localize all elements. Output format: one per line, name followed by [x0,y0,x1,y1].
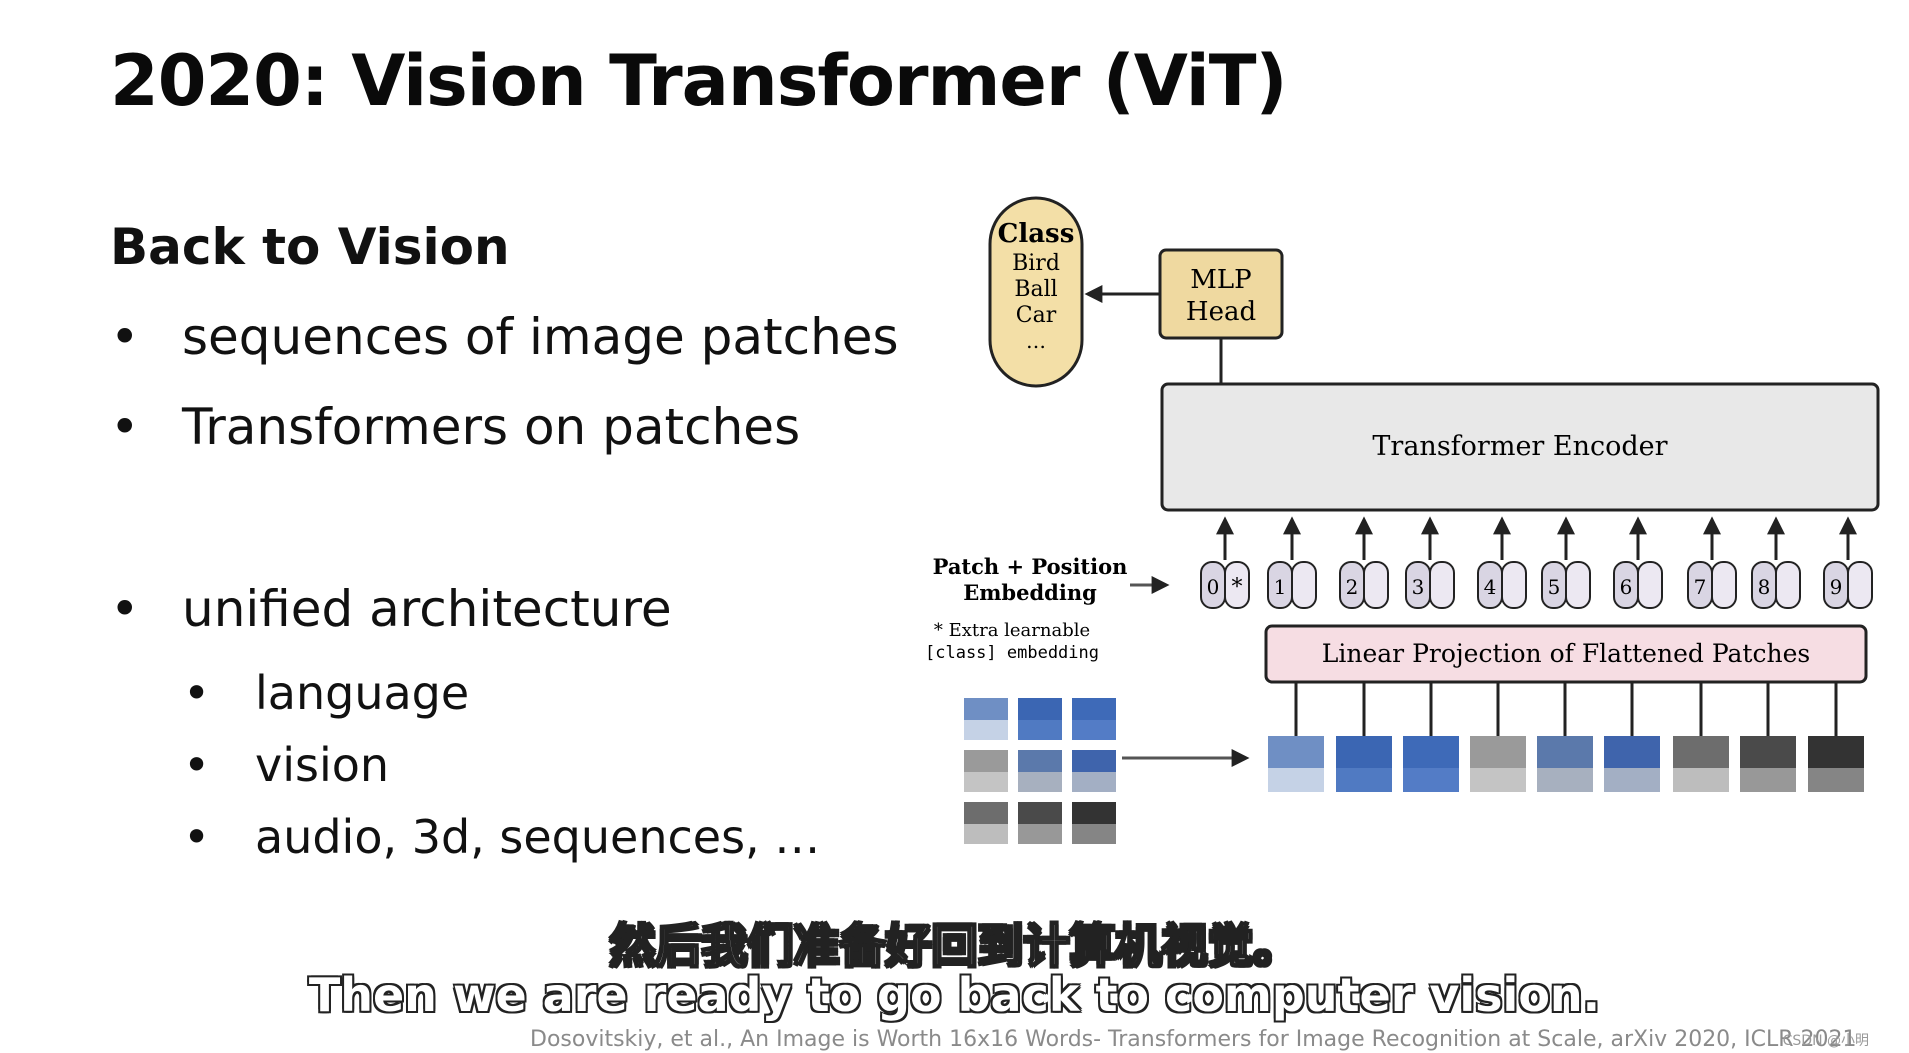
patch-embedding-token [1847,561,1873,609]
class-token-star: * [1232,575,1243,600]
class-item: Bird [1012,251,1060,276]
sub-bullet-text: vision [255,738,390,792]
token-number: 2 [1346,575,1359,599]
grid-patch-detail [1072,824,1116,844]
token-number: 8 [1758,575,1771,599]
linear-projection-label: Linear Projection of Flattened Patches [1322,639,1810,668]
patch-embedding-token [1291,561,1317,609]
token-number: 5 [1548,575,1561,599]
token-number: 1 [1274,575,1287,599]
patch-row [1268,682,1864,792]
image-patch-detail [1470,768,1526,792]
image-patch-grid [964,698,1116,844]
token-row: 0 * 1 2 3 4 5 6 7 8 9 [1200,516,1873,609]
embedding-label: Patch + Position [933,554,1128,579]
bullet-dot: • [110,398,140,456]
bullet-dot: • [110,580,140,638]
transformer-encoder-label: Transformer Encoder [1372,431,1667,462]
watermark: CSDN @小明 [1782,1033,1869,1049]
class-title: Class [998,219,1075,249]
token-number: 9 [1830,575,1843,599]
bullet-text: sequences of image patches [182,308,899,366]
grid-patch-detail [964,720,1008,740]
bullet-text: Transformers on patches [182,398,801,456]
token-number: 0 [1207,575,1220,599]
vit-architecture-diagram: Class Bird Ball Car … MLP Head Transform… [925,196,1880,844]
patch-embedding-token [1711,561,1737,609]
class-item: Car [1016,303,1057,328]
grid-patch-detail [1072,772,1116,792]
subtitle-chinese: 然后我们准备好回到计算机视觉。 [609,918,1301,974]
grid-patch-detail [1018,772,1062,792]
patch-embedding-token [1637,561,1663,609]
grid-patch-detail [1072,720,1116,740]
token-number: 7 [1694,575,1707,599]
grid-patch-detail [964,772,1008,792]
bullet-dot: • [183,666,211,720]
slide-title: 2020: Vision Transformer (ViT) [110,40,1287,122]
token-number: 3 [1412,575,1425,599]
token-number: 4 [1484,575,1497,599]
extra-note: * Extra learnable [934,620,1090,641]
image-patch-detail [1740,768,1796,792]
mlp-head-label: MLP [1190,265,1251,295]
image-patch-detail [1604,768,1660,792]
grid-patch-detail [964,824,1008,844]
embedding-label: Embedding [963,580,1097,605]
patch-embedding-token [1224,561,1250,609]
bullet-dot: • [183,738,211,792]
patch-embedding-token [1363,561,1389,609]
image-patch-detail [1336,768,1392,792]
image-patch-detail [1403,768,1459,792]
image-patch-detail [1673,768,1729,792]
sub-bullet-text: audio, 3d, sequences, … [255,810,821,864]
section-heading: Back to Vision [110,218,510,276]
extra-note: [class] embedding [925,643,1099,663]
grid-patch-detail [1018,824,1062,844]
class-output-box [988,196,1084,388]
grid-patch-detail [1018,720,1062,740]
patch-embedding-token [1429,561,1455,609]
patch-embedding-token [1775,561,1801,609]
bullet-text: unified architecture [182,580,672,638]
bullet-dot: • [110,308,140,366]
image-patch-detail [1537,768,1593,792]
patch-embedding-token [1501,561,1527,609]
token-number: 6 [1620,575,1633,599]
sub-bullet-text: language [255,666,470,720]
transformer-encoder-box [1160,382,1880,512]
image-patch-detail [1808,768,1864,792]
patch-embedding-token [1565,561,1591,609]
class-item: … [1026,329,1046,353]
citation: Dosovitskiy, et al., An Image is Worth 1… [530,1027,1857,1052]
subtitle-english: Then we are ready to go back to computer… [308,968,1601,1022]
mlp-head-label: Head [1186,297,1256,327]
class-item: Ball [1014,277,1057,302]
image-patch-detail [1268,768,1324,792]
bullet-dot: • [183,810,211,864]
